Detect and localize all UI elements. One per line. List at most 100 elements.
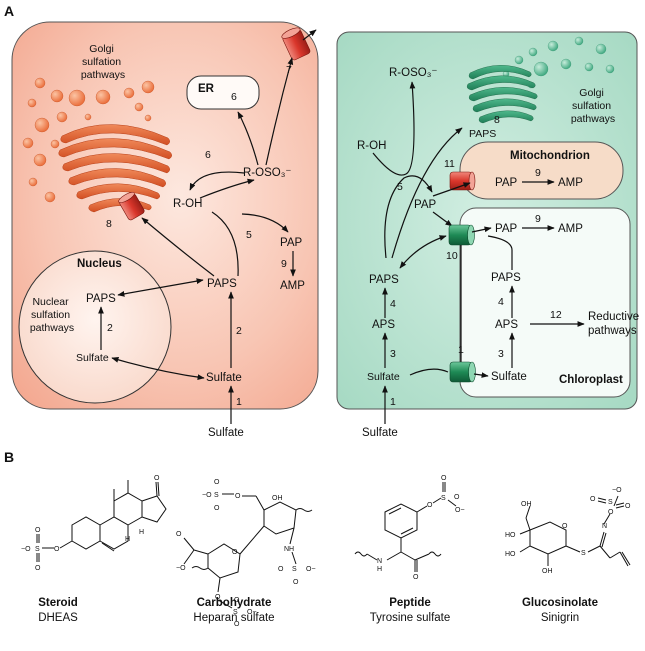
arrow-sulfate-nucleus — [111, 357, 205, 380]
er-label: ER — [198, 83, 215, 95]
dheas-o-minus: −O — [21, 546, 31, 553]
sulfate-input-right: Sulfate — [362, 427, 398, 439]
arrow-pap-cp — [432, 211, 453, 227]
step-10: 10 — [446, 250, 458, 262]
step-8-right: 8 — [494, 114, 500, 126]
dheas-o-link: O — [54, 546, 60, 553]
compound-class-1: Carbohydrate — [197, 597, 272, 609]
golgi-stack-left — [58, 124, 172, 213]
step-6-er: 6 — [231, 91, 237, 103]
sulfate-nucleus: Sulfate — [76, 352, 109, 364]
arrow-1-sulfate-cp — [473, 372, 489, 378]
heparan-structure: O S O O −O OH NH S O− O O O −O O O S O− … — [176, 479, 316, 628]
step-2-left: 2 — [236, 325, 242, 337]
arrow-6-to-roh — [189, 171, 245, 191]
nucleus-label: Nucleus — [77, 258, 122, 270]
golgi-vesicles-left — [22, 77, 155, 203]
step-2-nuc: 2 — [107, 322, 113, 334]
tyr-o-minus: O− — [455, 507, 465, 514]
hep-oh: OH — [272, 495, 283, 502]
compound-name-0: DHEAS — [38, 612, 78, 624]
sulfate-right: Sulfate — [367, 371, 400, 383]
sin-ho-1: HO — [505, 532, 516, 539]
golgi-label-left: Golgi sulfation pathways — [81, 43, 125, 81]
reductive-line-2: pathways — [588, 325, 637, 337]
dheas-h1: H — [125, 536, 130, 543]
arrow-10-pap — [471, 226, 492, 233]
transporter-8-left — [118, 191, 145, 221]
arrow-paps-golgi-right — [391, 127, 463, 259]
compound-labels: Steroid DHEAS Carbohydrate Heparan sulfa… — [38, 597, 598, 624]
panel-b-label: B — [4, 449, 14, 465]
paps-nucleus: PAPS — [86, 293, 116, 305]
arrow-paps-golgi-left — [141, 217, 215, 277]
pap-left: PAP — [280, 237, 302, 249]
reductive-line-1: Reductive — [588, 311, 639, 323]
pap-right: PAP — [414, 199, 436, 211]
golgi-left-line-3: pathways — [81, 69, 125, 81]
mito-label: Mitochondrion — [510, 150, 590, 162]
sin-o-s1: O — [590, 496, 596, 503]
arrow-roh-roso3-right — [372, 81, 416, 176]
golgi-right-line-1: Golgi — [579, 87, 604, 99]
mitochondrion — [459, 141, 624, 200]
dheas-o1: O — [35, 527, 41, 534]
paps-right: PAPS — [369, 274, 399, 286]
step-9-cp: 9 — [535, 213, 541, 225]
roh-right: R-OH — [357, 140, 386, 152]
arrow-paps-up — [211, 211, 239, 277]
chloroplast-label: Chloroplast — [559, 374, 623, 386]
golgi-right-line-2: sulfation — [572, 100, 611, 112]
arrow-roh-roso3 — [199, 178, 255, 199]
sin-oh-bottom: OH — [542, 568, 553, 575]
golgi-left-line-2: sulfation — [82, 56, 121, 68]
er-compartment — [186, 75, 260, 110]
aps-right: APS — [372, 319, 395, 331]
step-1-right-in: 1 — [390, 396, 396, 408]
hep-o-a: O — [235, 493, 241, 500]
nuclear-pathways-label: Nuclear sulfation pathways — [30, 296, 74, 334]
transporter-10 — [448, 224, 475, 246]
pap-mito: PAP — [495, 177, 517, 189]
hep-o-d1: O — [234, 597, 240, 604]
step-1-chloroplast: 1 — [458, 344, 464, 356]
compound-class-3: Glucosinolate — [522, 597, 598, 609]
step-6-left: 6 — [205, 149, 211, 161]
paps-chloroplast: PAPS — [491, 272, 521, 284]
transporter-11 — [449, 171, 476, 191]
arrow-paps-nucleus — [117, 278, 204, 297]
paps-left: PAPS — [207, 278, 237, 290]
golgi-left-line-1: Golgi — [89, 43, 114, 55]
step-5-left: 5 — [246, 229, 252, 241]
golgi-right-line-3: pathways — [571, 113, 615, 125]
tyr-h: H — [377, 566, 382, 573]
tyr-o-carbonyl: O — [413, 574, 419, 581]
hep-o-b2: O — [293, 579, 299, 586]
golgi-stack-right — [466, 65, 538, 124]
golgi-label-right: Golgi sulfation pathways — [571, 87, 615, 125]
sin-ho-2: HO — [505, 551, 516, 558]
arrow-paps-pap-right — [384, 175, 433, 259]
hep-o-minus-d: O− — [247, 609, 257, 616]
step-3-cp: 3 — [498, 348, 504, 360]
dheas-s: S — [35, 546, 40, 553]
hep-o-ring: O — [232, 549, 238, 556]
arrow-sulfate-to-cp — [409, 368, 449, 376]
compound-name-3: Sinigrin — [541, 612, 579, 624]
compound-name-2: Tyrosine sulfate — [370, 612, 451, 624]
nuc-line-1: Nuclear — [32, 296, 69, 308]
nuc-line-2: sulfation — [31, 309, 70, 321]
sin-s-sulf: S — [608, 499, 613, 506]
arrow-to-7 — [265, 57, 294, 166]
tyr-o-link: O — [427, 502, 433, 509]
sin-n: N — [602, 523, 607, 530]
sulfate-left: Sulfate — [206, 372, 242, 384]
amp-mito: AMP — [558, 177, 583, 189]
nuc-line-3: pathways — [30, 322, 74, 334]
compound-name-1: Heparan sulfate — [193, 612, 274, 624]
panel-a-label: A — [4, 3, 14, 19]
tyr-o2: O — [454, 494, 460, 501]
hep-o-d2: O — [234, 621, 240, 628]
hep-o-b1: O — [278, 566, 284, 573]
